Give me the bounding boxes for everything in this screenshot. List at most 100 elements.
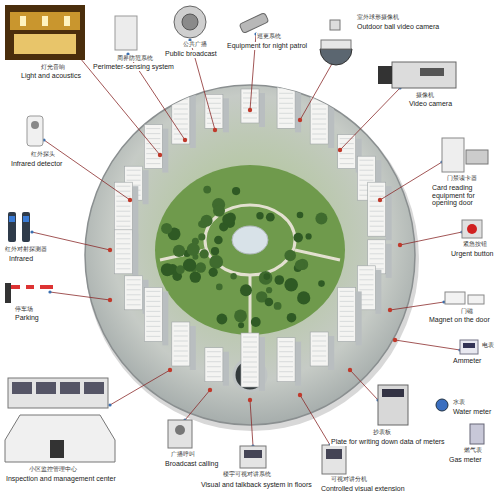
building-floor-line xyxy=(312,361,326,362)
building-floor-line xyxy=(146,301,160,302)
tree xyxy=(217,314,228,325)
building-floor-line xyxy=(116,206,130,207)
building-floor-line xyxy=(174,114,188,115)
building xyxy=(241,333,259,387)
building-floor-line xyxy=(312,109,326,110)
building xyxy=(277,338,295,382)
tree xyxy=(238,322,244,328)
camera-mount xyxy=(330,20,340,30)
building-floor-line xyxy=(370,206,384,207)
building-floor-line xyxy=(116,211,130,212)
device-label: Infrared xyxy=(8,255,34,263)
building-floor-line xyxy=(243,118,257,119)
building-floor-line xyxy=(312,104,326,105)
garden-path xyxy=(205,205,295,275)
tree xyxy=(256,212,263,219)
building-floor-line xyxy=(340,316,354,317)
leader-dot xyxy=(393,338,397,342)
tree xyxy=(209,255,223,269)
chinese-label: 红外探头 xyxy=(30,151,56,158)
building-floor-line xyxy=(207,123,221,124)
tree xyxy=(190,271,201,282)
building-floor-line xyxy=(340,163,354,164)
leader-line xyxy=(350,370,378,400)
building-floor-line xyxy=(116,238,130,239)
stage-photo xyxy=(5,5,85,60)
infrared-window xyxy=(9,216,15,222)
building-floor-line xyxy=(243,337,257,338)
building-floor-line xyxy=(207,361,221,362)
tree xyxy=(259,271,273,285)
monitor xyxy=(36,382,56,394)
leader-end xyxy=(30,230,33,233)
building xyxy=(144,287,162,341)
building-floor-line xyxy=(370,216,384,217)
tree xyxy=(297,212,304,219)
tree xyxy=(275,275,285,285)
perimeter-sensor xyxy=(115,16,137,50)
building-floor-line xyxy=(116,221,130,222)
building xyxy=(114,182,132,236)
leader-dot xyxy=(168,368,172,372)
building-floor-line xyxy=(279,98,293,99)
building-floor-line xyxy=(340,321,354,322)
building-floor-line xyxy=(340,158,354,159)
leader-lines xyxy=(30,32,463,447)
building-floor-line xyxy=(279,371,293,372)
meter-keypad xyxy=(378,385,408,425)
building-floor-line xyxy=(243,342,257,343)
infrared-window xyxy=(23,216,29,222)
building-side xyxy=(162,129,168,173)
building-floor-line xyxy=(359,165,373,166)
tree xyxy=(161,263,174,276)
device-label: Infrared detector xyxy=(10,160,63,168)
device-label: Gas meter xyxy=(448,456,483,464)
building-floor-line xyxy=(116,253,130,254)
building-floor-line xyxy=(127,170,141,171)
tree xyxy=(274,302,282,310)
building-floor-line xyxy=(174,124,188,125)
building-floor-line xyxy=(127,279,141,280)
tree xyxy=(196,262,206,272)
tree xyxy=(287,313,297,323)
device-label: Outdoor ball video camera xyxy=(356,23,440,31)
tree xyxy=(266,213,275,222)
chinese-label: 停车场 xyxy=(14,306,34,313)
building-floor-line xyxy=(359,279,373,280)
building-floor-line xyxy=(370,263,384,264)
building-floor-line xyxy=(174,346,188,347)
building-floor-line xyxy=(340,326,354,327)
building xyxy=(310,332,328,366)
chinese-label: 小区监控管理中心 xyxy=(28,466,78,473)
tree xyxy=(293,233,303,243)
building-floor-line xyxy=(312,356,326,357)
chinese-label: 门禁读卡器 xyxy=(446,175,478,182)
building-floor-line xyxy=(312,99,326,100)
building-floor-line xyxy=(146,336,160,337)
building-floor-line xyxy=(146,311,160,312)
building-side xyxy=(190,94,196,148)
infrared-detector-icon xyxy=(27,116,43,146)
building-floor-line xyxy=(174,99,188,100)
leader-dot xyxy=(398,243,402,247)
leader-line xyxy=(250,400,253,446)
building-floor-line xyxy=(146,331,160,332)
building-floor-line xyxy=(340,153,354,154)
building-floor-line xyxy=(116,186,130,187)
leader-dot xyxy=(183,138,187,142)
device-label: Plate for writing down data of meters xyxy=(330,438,446,446)
barrier-stripe xyxy=(34,285,40,289)
building-floor-line xyxy=(340,336,354,337)
tree xyxy=(198,221,205,228)
building xyxy=(172,90,190,144)
leader-line xyxy=(50,292,110,300)
building xyxy=(368,182,386,236)
building xyxy=(205,348,223,382)
device-label: Inspection and management center xyxy=(5,475,117,483)
building-floor-line xyxy=(359,170,373,171)
building-floor-line xyxy=(279,108,293,109)
tree xyxy=(315,213,327,225)
building-floor-line xyxy=(359,160,373,161)
door-magnet xyxy=(468,295,484,304)
video-camera xyxy=(392,62,456,88)
